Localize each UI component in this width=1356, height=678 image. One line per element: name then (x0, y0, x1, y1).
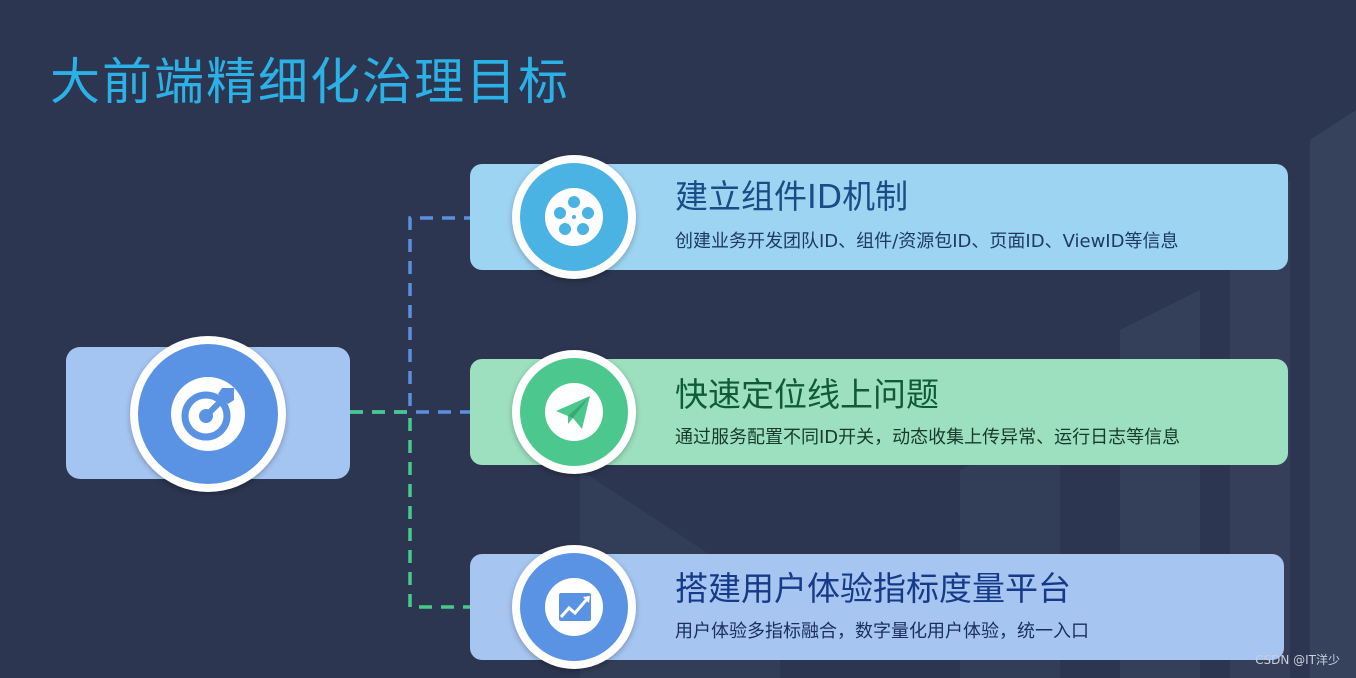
film-reel-icon (545, 188, 603, 246)
hub-circle (130, 336, 286, 492)
card-description: 创建业务开发团队ID、组件/资源包ID、页面ID、ViewID等信息 (675, 231, 1179, 252)
connector-top (350, 216, 470, 414)
card-ux-metrics-circle (512, 545, 636, 669)
target-icon (171, 377, 245, 451)
card-title: 搭建用户体验指标度量平台 (675, 569, 1071, 608)
connector-bottom (350, 410, 470, 609)
card-description: 用户体验多指标融合，数字量化用户体验，统一入口 (675, 621, 1089, 642)
page-title: 大前端精细化治理目标 (50, 53, 570, 111)
card-component-id-circle (512, 155, 636, 279)
card-locate-issues-circle (512, 350, 636, 474)
card-description: 通过服务配置不同ID开关，动态收集上传异常、运行日志等信息 (675, 427, 1181, 448)
watermark: CSDN @IT洋少 (1255, 653, 1340, 667)
paper-plane-icon (545, 383, 603, 441)
card-title: 快速定位线上问题 (675, 375, 939, 414)
card-title: 建立组件ID机制 (675, 177, 909, 216)
trend-chart-icon (545, 578, 603, 636)
